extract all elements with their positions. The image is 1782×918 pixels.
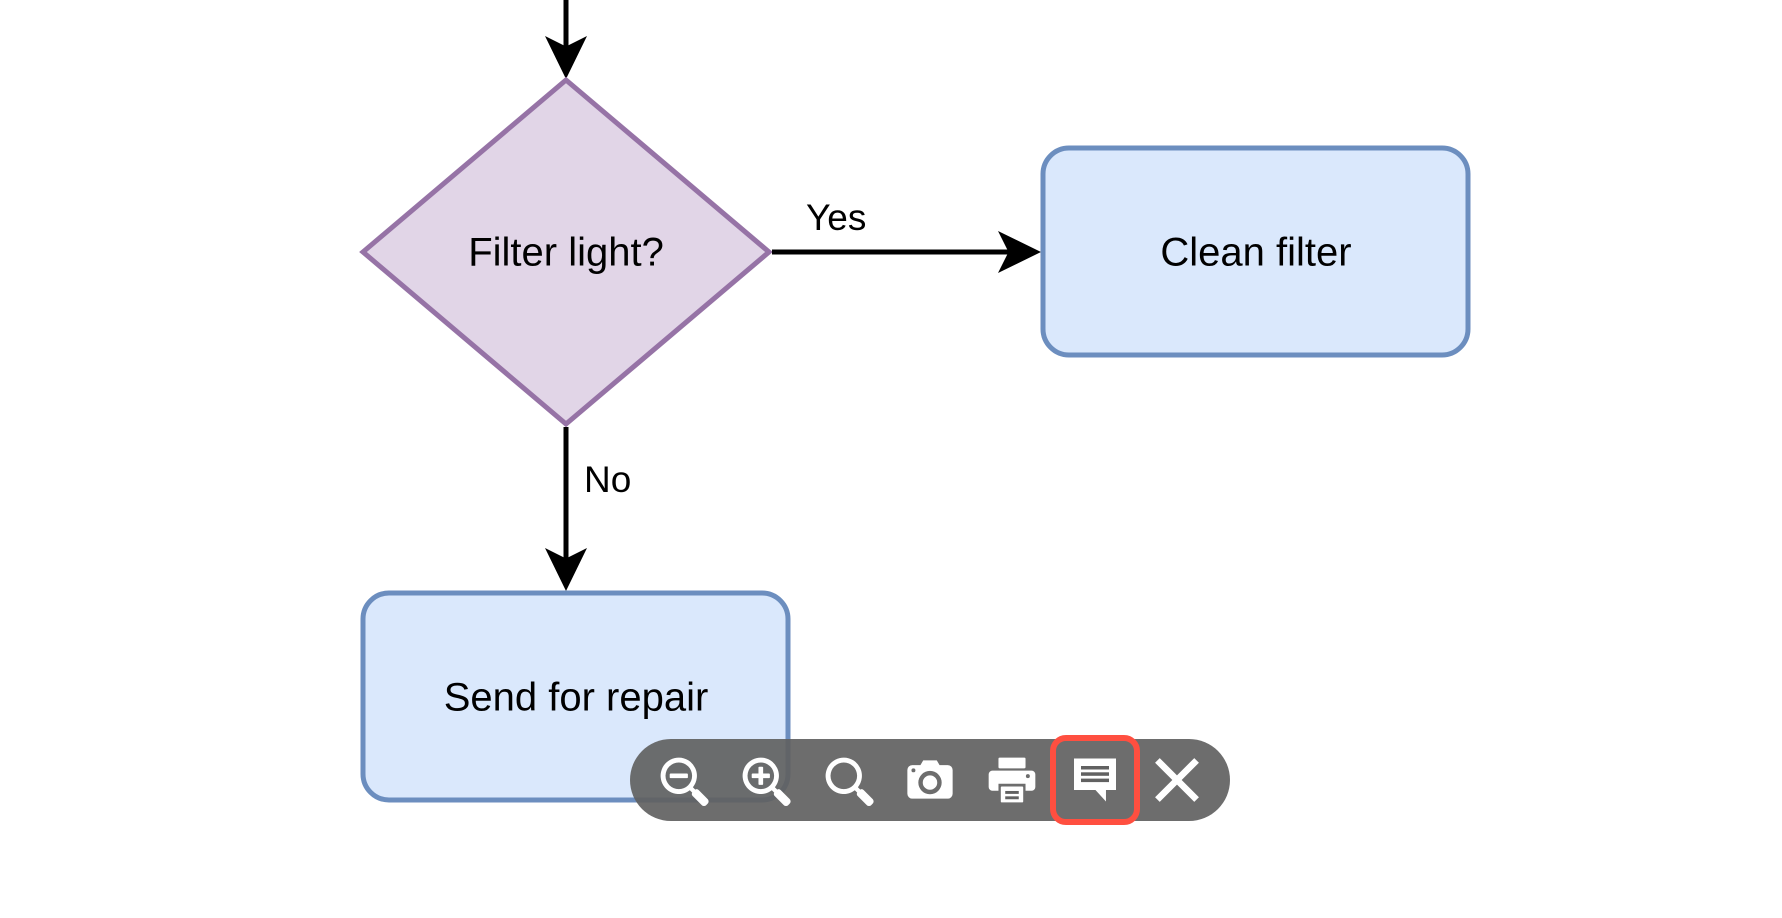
- comment-button[interactable]: [1049, 735, 1140, 825]
- node-process-clean-filter[interactable]: Clean filter: [1040, 145, 1471, 358]
- image-viewer-toolbar[interactable]: [630, 735, 1230, 825]
- close-button[interactable]: [1146, 749, 1208, 811]
- close-icon: [1149, 752, 1205, 808]
- search-icon: [820, 752, 876, 808]
- diamond-shape[interactable]: [359, 76, 773, 428]
- snapshot-button[interactable]: [899, 749, 961, 811]
- decision-label: Filter light?: [468, 231, 664, 275]
- magnify-button[interactable]: [817, 749, 879, 811]
- edge-yes-label: Yes: [806, 197, 866, 238]
- clean-filter-box[interactable]: [1040, 145, 1471, 358]
- printer-icon: [984, 752, 1040, 808]
- zoom-out-button[interactable]: [652, 749, 714, 811]
- zoom-in-icon: [737, 752, 793, 808]
- comment-icon: [1067, 752, 1123, 808]
- edge-decision-no: No: [545, 427, 631, 592]
- node-process-send-for-repair[interactable]: Send for repair: [360, 590, 791, 803]
- camera-icon: [902, 752, 958, 808]
- zoom-out-icon: [655, 752, 711, 808]
- send-for-repair-label: Send for repair: [444, 676, 709, 720]
- node-decision-filter-light[interactable]: Filter light?: [359, 76, 773, 428]
- edge-no-label: No: [584, 459, 631, 500]
- edge-decision-yes: Yes: [772, 197, 1042, 273]
- print-button[interactable]: [981, 749, 1043, 811]
- clean-filter-label: Clean filter: [1160, 231, 1351, 275]
- zoom-in-button[interactable]: [734, 749, 796, 811]
